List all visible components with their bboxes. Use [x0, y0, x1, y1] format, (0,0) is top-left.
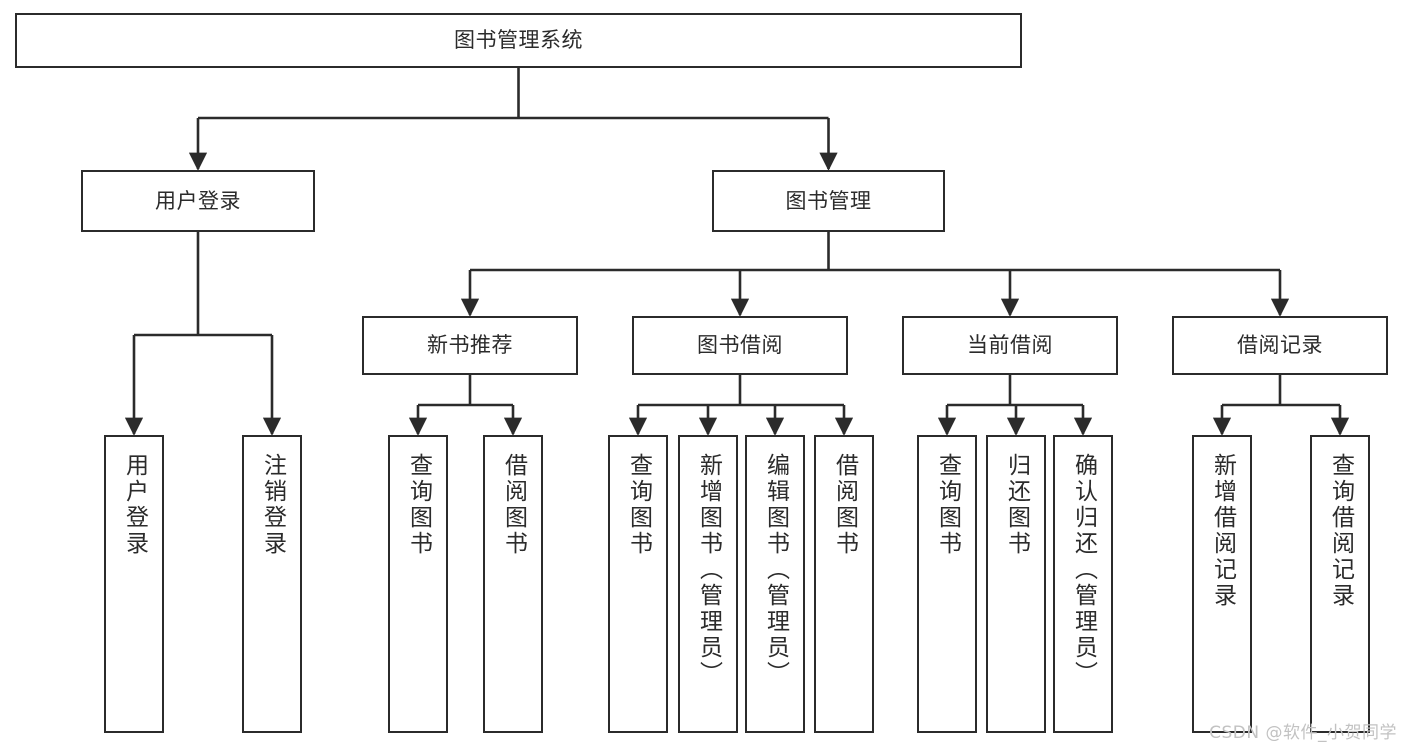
node-leaf-user-logout[interactable]: 注销登录 — [242, 435, 302, 733]
node-l2-user[interactable]: 用户登录 — [81, 170, 315, 232]
node-label: 归还图书 — [1003, 453, 1030, 557]
node-label: 新书推荐 — [427, 333, 513, 358]
node-label: 用户登录 — [121, 453, 148, 557]
node-leaf-cur-return[interactable]: 归还图书 — [986, 435, 1046, 733]
node-label: 借阅图书 — [831, 453, 858, 557]
node-label: 图书管理 — [785, 188, 872, 213]
node-label: 新增借阅记录 — [1209, 453, 1236, 609]
node-l3-newbook[interactable]: 新书推荐 — [362, 316, 578, 375]
node-label: 借阅记录 — [1237, 333, 1323, 358]
node-label: 查询图书 — [934, 453, 961, 557]
node-label: 注销登录 — [259, 453, 286, 557]
node-leaf-user-login[interactable]: 用户登录 — [104, 435, 164, 733]
node-leaf-br-add[interactable]: 新增图书（管理员） — [678, 435, 738, 733]
node-label: 确认归还（管理员） — [1070, 453, 1097, 687]
node-l2-book[interactable]: 图书管理 — [712, 170, 945, 232]
node-label: 图书管理系统 — [454, 28, 583, 53]
node-leaf-br-edit[interactable]: 编辑图书（管理员） — [745, 435, 805, 733]
node-label: 编辑图书（管理员） — [762, 453, 789, 687]
node-leaf-cur-query[interactable]: 查询图书 — [917, 435, 977, 733]
node-leaf-cur-confirm[interactable]: 确认归还（管理员） — [1053, 435, 1113, 733]
node-label: 新增图书（管理员） — [695, 453, 722, 687]
node-leaf-rec-query[interactable]: 查询借阅记录 — [1310, 435, 1370, 733]
node-l3-borrow[interactable]: 图书借阅 — [632, 316, 848, 375]
node-l3-current[interactable]: 当前借阅 — [902, 316, 1118, 375]
node-label: 查询图书 — [625, 453, 652, 557]
node-leaf-rec-add[interactable]: 新增借阅记录 — [1192, 435, 1252, 733]
node-label: 当前借阅 — [967, 333, 1053, 358]
node-leaf-new-query[interactable]: 查询图书 — [388, 435, 448, 733]
node-leaf-new-borrow[interactable]: 借阅图书 — [483, 435, 543, 733]
node-label: 查询图书 — [405, 453, 432, 557]
node-label: 借阅图书 — [500, 453, 527, 557]
node-l3-record[interactable]: 借阅记录 — [1172, 316, 1388, 375]
node-leaf-br-query[interactable]: 查询图书 — [608, 435, 668, 733]
node-root[interactable]: 图书管理系统 — [15, 13, 1022, 68]
node-label: 查询借阅记录 — [1327, 453, 1354, 609]
node-label: 图书借阅 — [697, 333, 783, 358]
node-label: 用户登录 — [155, 188, 241, 213]
node-leaf-br-borrow[interactable]: 借阅图书 — [814, 435, 874, 733]
csdn-watermark: CSDN @软件_小贺同学 — [1209, 723, 1397, 743]
